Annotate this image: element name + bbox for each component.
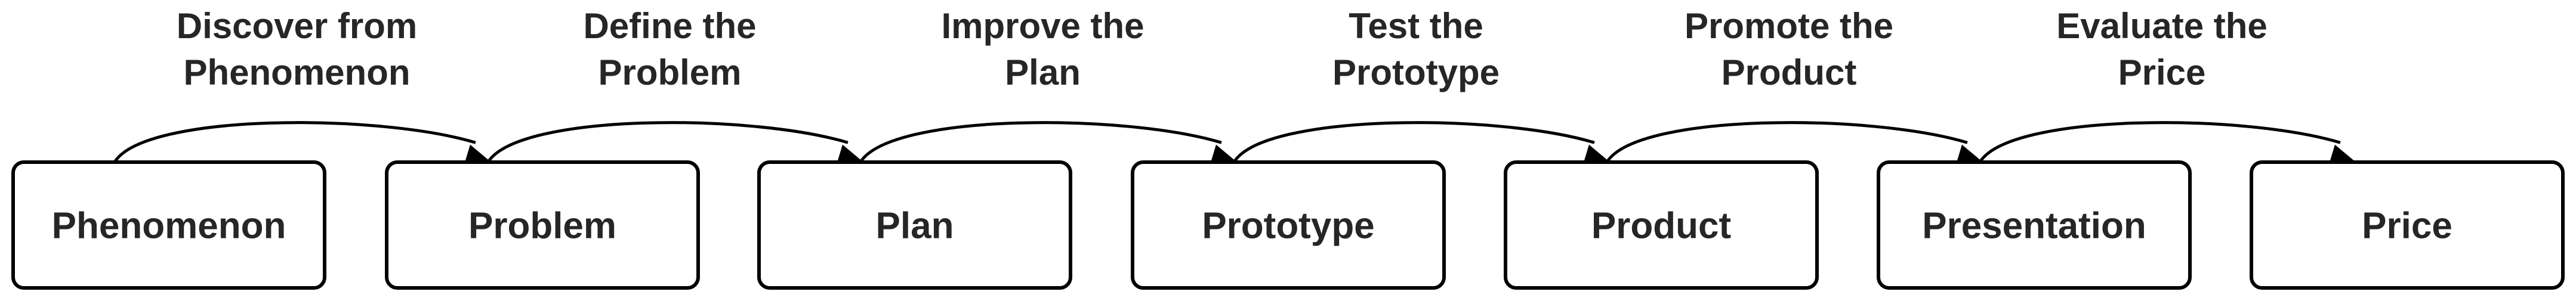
node-box-phenomenon <box>11 160 326 290</box>
node-problem: Problem <box>385 160 700 290</box>
edge-label-presentation-to-price-line-1: Evaluate the <box>2056 6 2267 46</box>
node-prototype: Prototype <box>1131 160 1446 290</box>
node-box-price <box>2250 160 2565 290</box>
node-label-phenomenon: Phenomenon <box>52 206 286 247</box>
edge-label-phenomenon-to-problem-line-2: Phenomenon <box>183 52 410 92</box>
node-price: Price <box>2250 160 2565 290</box>
edge-label-problem-to-plan-line-2: Problem <box>598 52 741 92</box>
arc-presentation-to-price <box>1978 121 2341 163</box>
arrowhead-icon <box>1210 144 1237 166</box>
node-presentation: Presentation <box>1877 160 2192 290</box>
edge-label-problem-to-plan-line-1: Define the <box>583 6 756 46</box>
arcs-layer <box>113 121 2356 166</box>
node-box-presentation <box>1877 160 2192 290</box>
edge-label-plan-to-prototype-line-2: Plan <box>1005 52 1081 92</box>
arrowhead-icon <box>1582 144 1610 166</box>
arrowhead-icon <box>836 144 863 166</box>
node-label-product: Product <box>1591 206 1731 247</box>
nodes-layer: Phenomenon Problem Plan Prototype Product Pre… <box>11 160 2565 290</box>
arc-problem-to-plan <box>486 121 849 163</box>
edge-label-plan-to-prototype-line-1: Improve the <box>941 6 1144 46</box>
edge-label-product-to-presentation-line-2: Product <box>1722 52 1857 92</box>
arrowhead-icon <box>464 144 491 166</box>
edge-label-presentation-to-price-line-2: Price <box>2118 52 2206 92</box>
arc-phenomenon-to-problem <box>113 121 476 163</box>
edge-label-phenomenon-to-problem-line-1: Discover from <box>177 6 417 46</box>
arc-product-to-presentation <box>1605 121 1968 163</box>
node-label-plan: Plan <box>876 206 954 247</box>
edge-label-prototype-to-product-line-2: Prototype <box>1332 52 1500 92</box>
node-box-product <box>1504 160 1819 290</box>
arc-prototype-to-product <box>1232 121 1595 163</box>
node-phenomenon: Phenomenon <box>11 160 326 290</box>
node-box-plan <box>757 160 1072 290</box>
edge-label-product-to-presentation-line-1: Promote the <box>1685 6 1893 46</box>
edge-label-prototype-to-product-line-1: Test the <box>1349 6 1483 46</box>
node-box-prototype <box>1131 160 1446 290</box>
node-product: Product <box>1504 160 1819 290</box>
node-box-problem <box>385 160 700 290</box>
arrowhead-icon <box>2328 144 2356 166</box>
arrowhead-icon <box>1955 144 1983 166</box>
node-label-price: Price <box>2362 206 2452 247</box>
node-label-problem: Problem <box>468 206 616 247</box>
arc-plan-to-prototype <box>859 121 1222 163</box>
node-label-prototype: Prototype <box>1202 206 1374 247</box>
node-label-presentation: Presentation <box>1922 206 2146 247</box>
node-plan: Plan <box>757 160 1072 290</box>
